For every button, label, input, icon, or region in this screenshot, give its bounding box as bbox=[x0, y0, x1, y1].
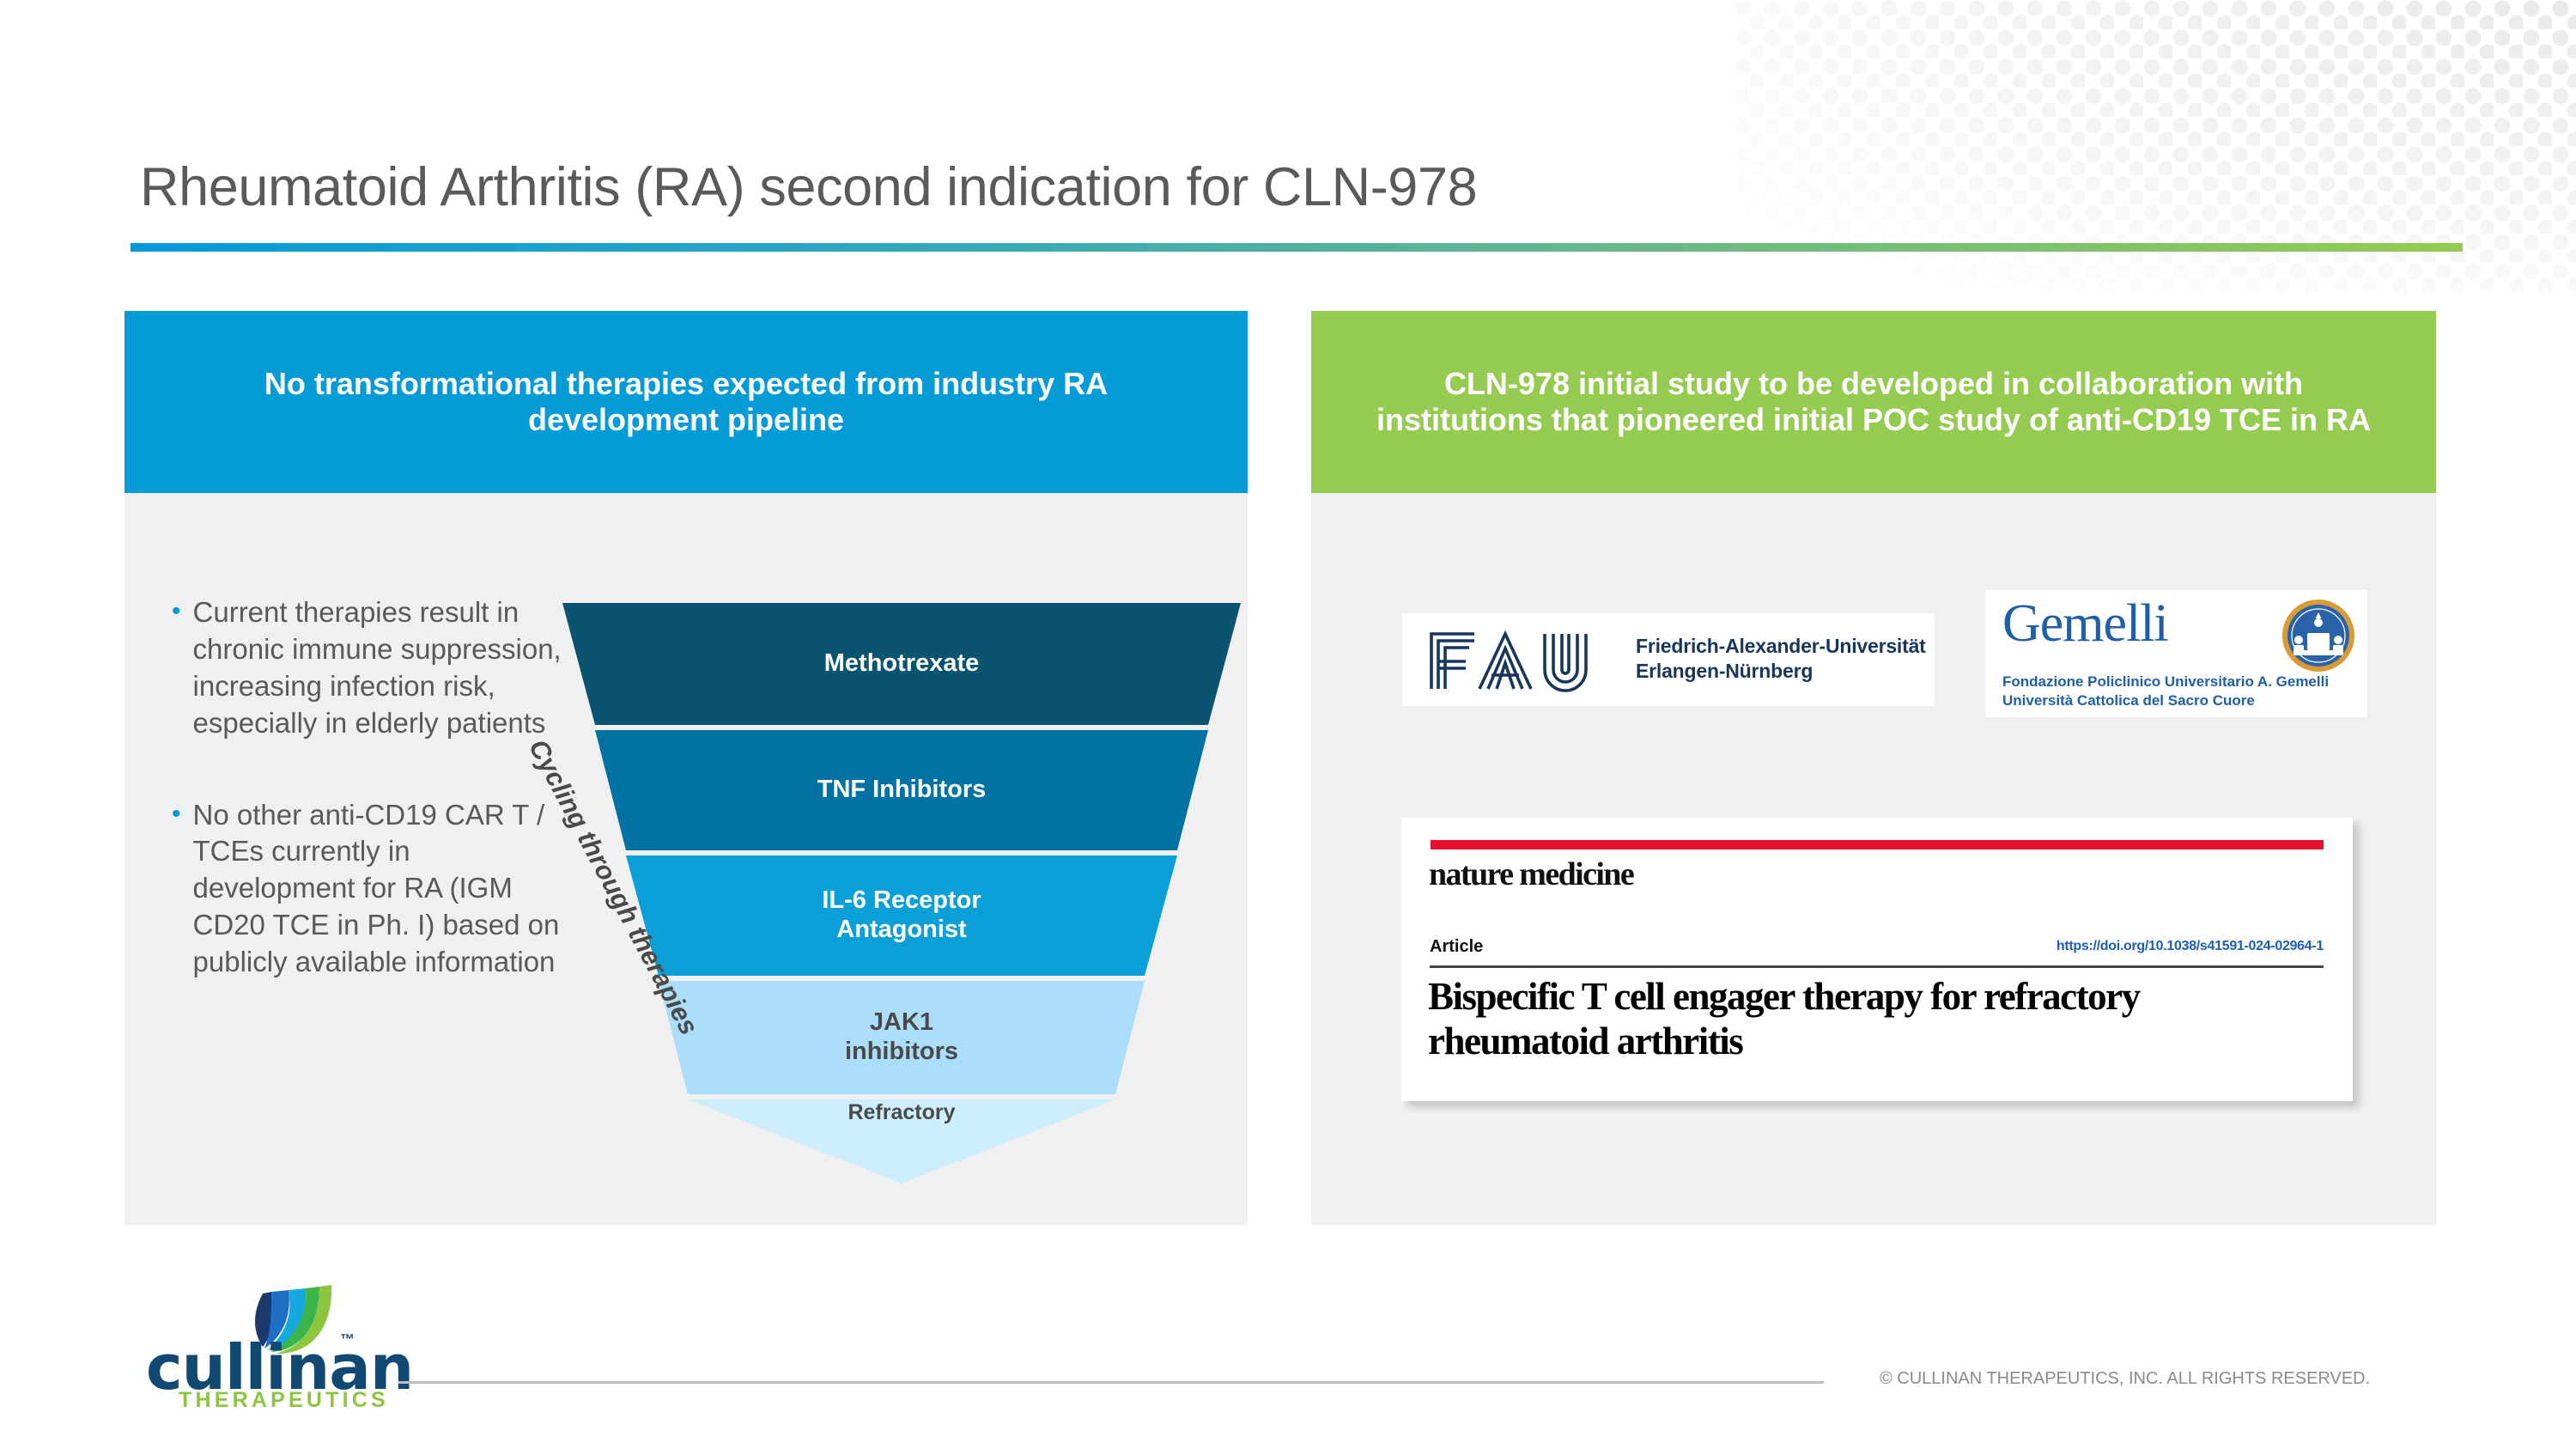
funnel-tier-3-label: IL-6 Receptor Antagonist bbox=[822, 886, 981, 943]
fau-name-line-2: Erlangen-Nürnberg bbox=[1636, 659, 1814, 682]
funnel-tier-3: IL-6 Receptor Antagonist bbox=[626, 855, 1177, 976]
left-panel-bullet-list: • Current therapies result in chronic im… bbox=[172, 594, 575, 1036]
funnel-tier-5-label: Refractory bbox=[848, 1100, 956, 1125]
cullinan-sub-wordmark: THERAPEUTICS bbox=[179, 1388, 389, 1412]
nature-medicine-logo: nature medicine bbox=[1429, 856, 1635, 892]
funnel-tier-2-label: TNF Inhibitors bbox=[817, 776, 987, 804]
article-type-label: Article bbox=[1430, 937, 1484, 956]
funnel-tier-1: Methotrexate bbox=[562, 603, 1241, 725]
therapy-funnel-diagram: Methotrexate TNF Inhibitors IL-6 Recepto… bbox=[562, 603, 1241, 1187]
gemelli-seal-icon bbox=[2282, 600, 2354, 672]
list-item: • No other anti-CD19 CAR T / TCEs curren… bbox=[172, 797, 575, 981]
list-item-label: Current therapies result in chronic immu… bbox=[192, 596, 562, 739]
page-title: Rheumatoid Arthritis (RA) second indicat… bbox=[140, 157, 1478, 217]
fau-logo-card: Friedrich-Alexander-Universität Erlangen… bbox=[1402, 613, 1935, 706]
funnel-tier-shape-3 bbox=[626, 855, 1177, 976]
gemelli-logo-card: Gemelli Fondazione Policlinico Universit… bbox=[1985, 590, 2367, 717]
funnel-shapes bbox=[562, 603, 1241, 1184]
funnel-tier-shape-4 bbox=[659, 981, 1145, 1094]
fau-name-line-1: Friedrich-Alexander-Universität bbox=[1636, 635, 1926, 657]
gemelli-name-line-1: Fondazione Policlinico Universitario A. … bbox=[2002, 673, 2330, 690]
cullinan-logo: cullinan ™ THERAPEUTICS bbox=[137, 1283, 421, 1412]
funnel-tier-4-label: JAK1 inhibitors bbox=[844, 1008, 959, 1065]
right-panel-header: CLN-978 initial study to be developed in… bbox=[1311, 311, 2436, 493]
cullinan-leaf-icon bbox=[255, 1285, 332, 1355]
article-doi-link[interactable]: https://doi.org/10.1038/s41591-024-02964… bbox=[2056, 939, 2324, 953]
cullinan-wordmark: cullinan bbox=[146, 1331, 414, 1403]
funnel-tier-5: Refractory bbox=[688, 1091, 1115, 1135]
gemelli-logo-subtext: Fondazione Policlinico Universitario A. … bbox=[2002, 673, 2329, 710]
footer-divider bbox=[398, 1381, 1824, 1384]
nature-accent-rule bbox=[1431, 840, 2324, 849]
funnel-tier-shape-5 bbox=[688, 1099, 1115, 1184]
fau-logo-icon bbox=[1430, 630, 1588, 692]
funnel-tier-shape-2 bbox=[595, 730, 1208, 850]
funnel-tier-1-label: Methotrexate bbox=[823, 649, 980, 678]
funnel-tier-4: JAK1 inhibitors bbox=[659, 981, 1145, 1094]
list-item: • Current therapies result in chronic im… bbox=[172, 594, 575, 742]
gemelli-name-line-2: Università Cattolica del Sacro Cuore bbox=[2002, 692, 2255, 709]
copyright-notice: © CULLINAN THERAPEUTICS, INC. ALL RIGHTS… bbox=[1880, 1369, 2371, 1388]
bullet-dot-icon: • bbox=[172, 799, 181, 828]
gemelli-logo-wordmark: Gemelli bbox=[2002, 594, 2169, 653]
article-divider bbox=[1430, 965, 2324, 968]
funnel-tier-shape-1 bbox=[562, 603, 1241, 725]
funnel-tier-2: TNF Inhibitors bbox=[595, 730, 1208, 850]
trademark-icon: ™ bbox=[340, 1331, 355, 1348]
fau-logo-text: Friedrich-Alexander-Universität Erlangen… bbox=[1636, 634, 1926, 684]
article-headline: Bispecific T cell engager therapy for re… bbox=[1428, 975, 2141, 1063]
bullet-dot-icon: • bbox=[172, 597, 181, 625]
title-underline-rule bbox=[131, 243, 2463, 252]
nature-medicine-article-card: nature medicine Article https://doi.org/… bbox=[1401, 818, 2353, 1101]
left-panel-header: No transformational therapies expected f… bbox=[125, 311, 1248, 493]
list-item-label: No other anti-CD19 CAR T / TCEs currentl… bbox=[192, 798, 560, 978]
